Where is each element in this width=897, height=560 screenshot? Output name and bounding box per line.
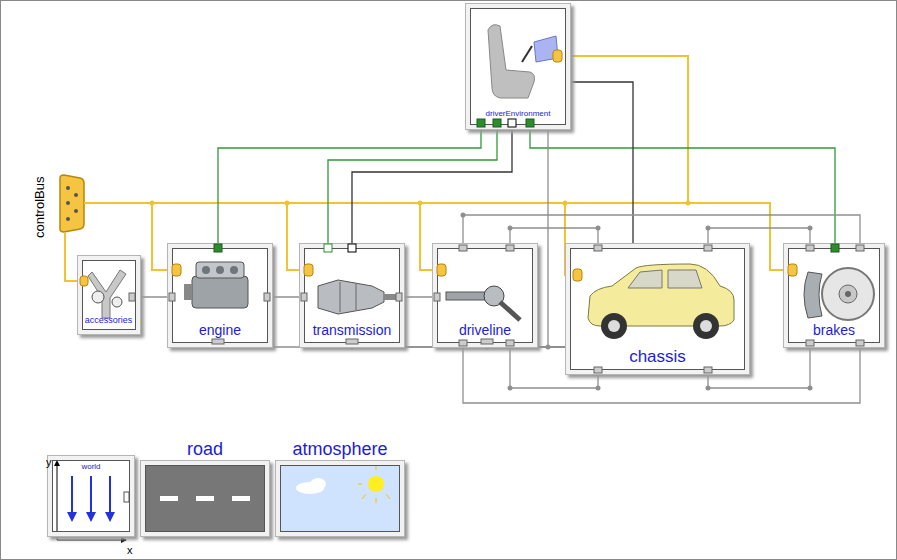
accessories-icon: [88, 270, 126, 318]
road-icon: [146, 466, 264, 531]
junction-dot: [808, 386, 813, 391]
junction-dot: [596, 226, 601, 231]
component-label: world: [81, 463, 100, 471]
component-label: driveline: [459, 323, 511, 337]
connection-line: [463, 343, 860, 403]
junction-dot: [508, 386, 513, 391]
component-label: road: [187, 440, 223, 458]
connection-line: [708, 343, 810, 388]
connection-line: [708, 228, 810, 248]
junction-dot: [508, 226, 513, 231]
component-label: driverEnvironment: [486, 110, 551, 118]
bus-connector: controlBus: [58, 175, 84, 232]
connection-line: [510, 343, 598, 388]
component-box: transmission: [304, 248, 400, 343]
axis-label: x: [127, 545, 133, 556]
driveline-icon: [446, 286, 520, 320]
connection-line: [566, 82, 633, 248]
world-axes-icon: [54, 460, 129, 543]
connection-line: [218, 125, 481, 248]
connection-line: [463, 215, 860, 248]
component-box: brakes: [788, 248, 880, 343]
car-icon: [588, 264, 734, 339]
connection-line: [84, 56, 688, 203]
component-label: atmosphere: [292, 440, 387, 458]
component-box: accessories: [82, 260, 136, 330]
junction-dot: [285, 201, 290, 206]
engine-icon: [184, 262, 248, 308]
axis-label: y: [46, 457, 52, 468]
driver-seat-icon: [488, 25, 558, 98]
connection-line: [510, 228, 598, 248]
transmission-icon: [318, 280, 396, 314]
junction-dot: [418, 201, 423, 206]
brake-disc-icon: [804, 268, 874, 320]
connection-line: [352, 125, 512, 248]
connection-line: [65, 232, 82, 281]
junction-dot: [563, 201, 568, 206]
connection-line: [352, 343, 570, 347]
connection-line: [530, 125, 835, 248]
connection-line: [84, 203, 570, 275]
component-box: atmosphere: [280, 465, 400, 532]
component-box: driveline: [437, 248, 533, 343]
component-box: chassis: [570, 248, 745, 370]
junction-dot: [596, 386, 601, 391]
junction-dot: [546, 345, 551, 350]
connection-line: [218, 343, 570, 347]
component-label: brakes: [813, 323, 855, 337]
connection-line: [84, 203, 437, 270]
connection-line: [268, 297, 304, 298]
component-label: chassis: [629, 348, 686, 365]
component-box: world: [52, 460, 130, 532]
component-label: controlBus: [33, 177, 46, 238]
junction-dot: [686, 201, 691, 206]
connection-line: [84, 203, 788, 270]
junction-dot: [808, 226, 813, 231]
component-label: transmission: [313, 323, 392, 337]
component-label: accessories: [85, 316, 133, 325]
junction-dot: [150, 201, 155, 206]
connection-line: [328, 125, 497, 248]
connection-line: [400, 297, 437, 298]
connection-line: [136, 297, 173, 298]
component-box: engine: [172, 248, 268, 343]
bus-icon: [60, 175, 84, 232]
junction-dot: [461, 213, 466, 218]
junction-dot: [706, 226, 711, 231]
junction-dot: [485, 345, 490, 350]
atmosphere-icon: [281, 466, 399, 531]
junction-dot: [706, 386, 711, 391]
component-label: engine: [199, 323, 241, 337]
component-box: driverEnvironment: [470, 8, 566, 125]
connection-line: [487, 343, 570, 347]
junction-dot: [350, 345, 355, 350]
connection-line: [548, 125, 570, 347]
component-box: road: [145, 465, 265, 532]
